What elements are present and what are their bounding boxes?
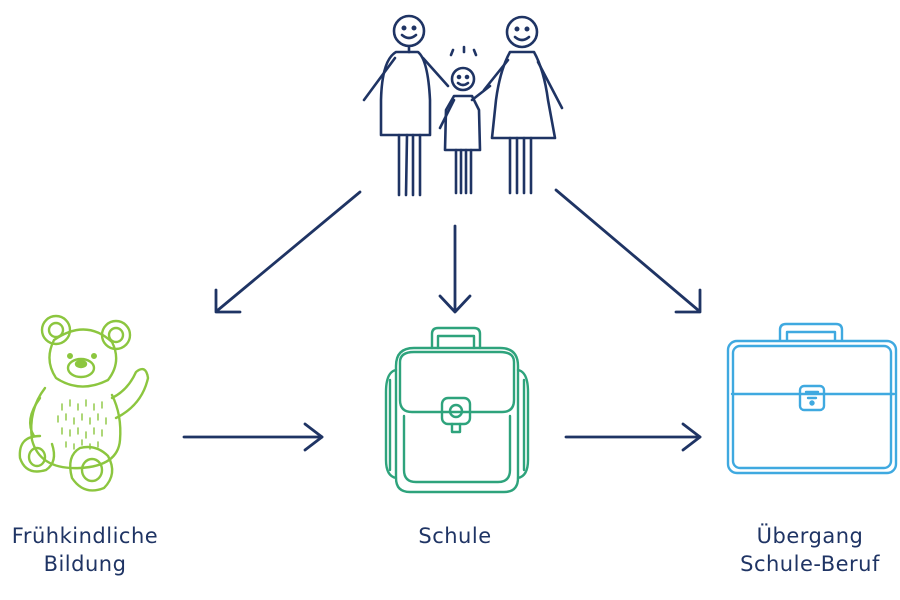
stage-label-line: Schule (418, 524, 492, 548)
parent-right-figure (482, 15, 564, 195)
arrow-family-to-bildung (214, 190, 362, 314)
stage-label-uebergang-schule-beruf: Übergang Schule-Beruf (705, 522, 900, 578)
stage-label-line: Frühkindliche (11, 524, 159, 548)
briefcase-icon (726, 322, 898, 475)
child-figure (438, 45, 492, 195)
stage-label-fruehkindliche-bildung: Frühkindliche Bildung (0, 522, 185, 578)
arrow-schule-to-beruf (564, 422, 702, 452)
stage-label-schule: Schule (395, 522, 515, 550)
school-satchel-icon (384, 326, 530, 494)
arrow-family-to-beruf (554, 188, 702, 314)
family-icon (362, 14, 564, 197)
stage-label-line: Bildung (43, 552, 127, 576)
stage-label-line: Schule-Beruf (740, 552, 880, 576)
arrow-family-to-schule (438, 224, 472, 314)
arrow-bildung-to-schule (182, 422, 324, 452)
stage-label-line: Übergang (756, 524, 864, 548)
teddy-bear-icon (18, 314, 150, 492)
parent-left-figure (362, 14, 450, 197)
